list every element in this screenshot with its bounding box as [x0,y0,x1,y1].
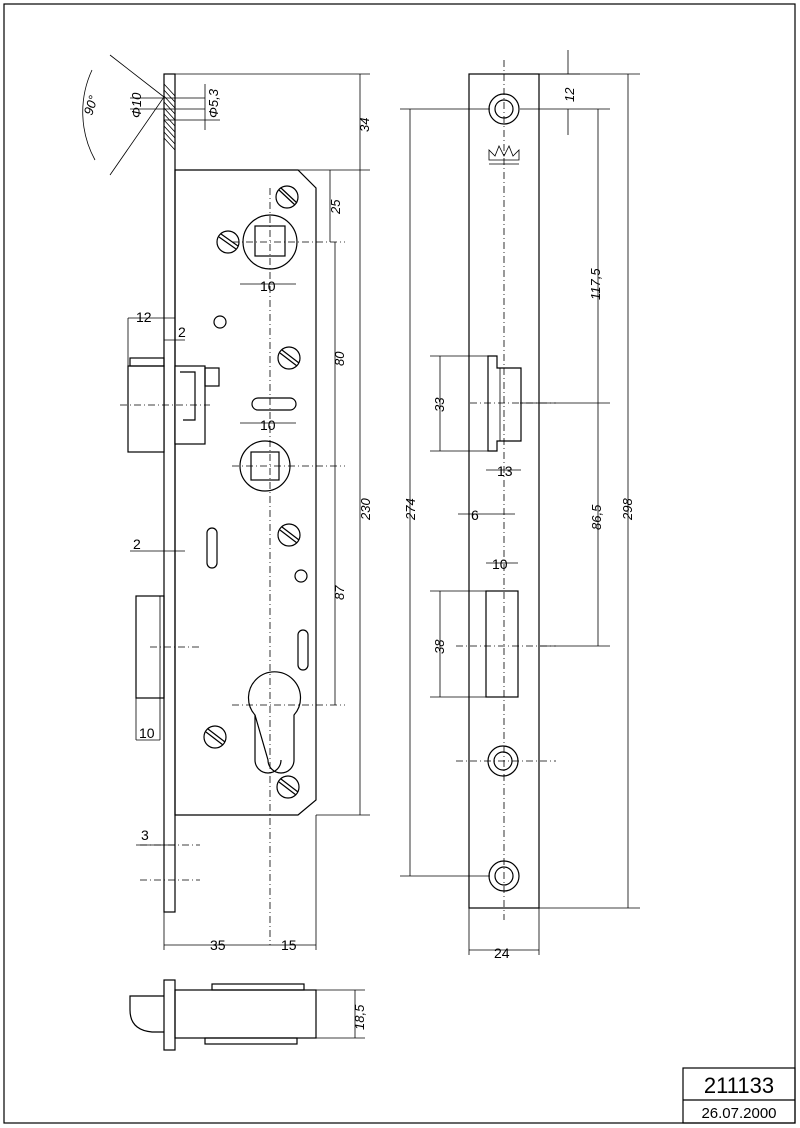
bolt-opening [485,590,519,698]
dim-10-middle: 10 [260,417,276,433]
dim-15: 15 [281,937,297,953]
dim-3: 3 [141,827,149,843]
dim-18-5: 18,5 [352,1004,367,1030]
faceplate-front-view [456,60,556,920]
dim-13: 13 [497,463,513,479]
dim-35: 35 [210,937,226,953]
dim-298: 298 [620,498,635,521]
lock-side-view [82,54,345,945]
left-dimension-lines [127,73,370,950]
dim-33: 33 [432,397,447,412]
dim-12-right: 12 [562,87,577,102]
dim-86-5: 86,5 [589,504,604,530]
title-block [682,1067,796,1124]
dim-230: 230 [358,498,373,521]
dim-274: 274 [403,498,418,521]
faceplate-side [163,73,176,913]
dim-10-lower: 10 [139,725,155,741]
dim-diameter-10: Φ10 [129,92,144,118]
dim-24: 24 [494,945,510,961]
dim-10-upper: 10 [260,278,276,294]
dim-angle: 90° [81,94,101,117]
dim-38: 38 [432,639,447,654]
right-dimension-lines [400,50,640,955]
dim-6: 6 [471,507,479,523]
lock-housing [174,169,317,816]
dim-diameter-5-3: Φ5,3 [206,88,221,118]
lock-bottom-view [129,979,365,1051]
latch-opening [487,355,522,452]
dim-12: 12 [136,309,152,325]
drawing-frame [3,3,796,1124]
dim-2-upper: 2 [178,324,186,340]
dim-2-lower: 2 [133,536,141,552]
dim-80: 80 [332,351,347,366]
dim-25: 25 [328,199,343,215]
dim-34: 34 [357,118,372,132]
dim-10-right: 10 [492,556,508,572]
dim-117-5: 117,5 [588,268,603,300]
part-number: 211133 [704,1073,774,1098]
drawing-date: 26.07.2000 [701,1105,776,1122]
cylinder-cutout [247,671,302,774]
dim-87: 87 [332,585,347,600]
